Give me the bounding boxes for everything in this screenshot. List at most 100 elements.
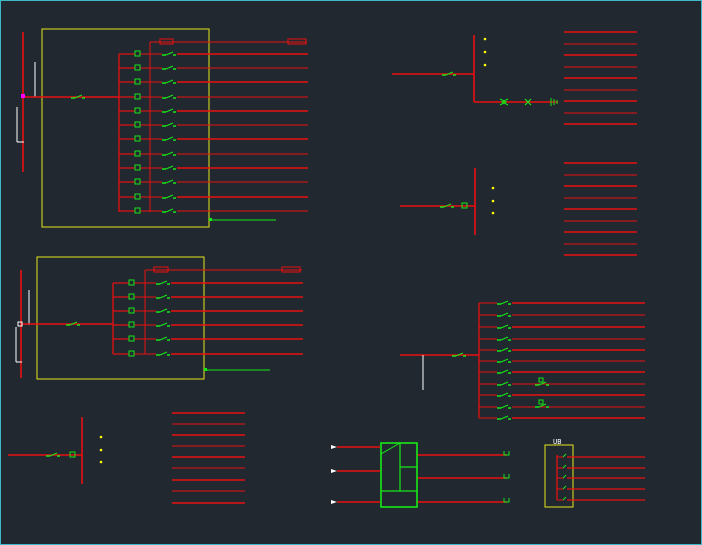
breaker-blade	[165, 136, 174, 141]
panel-b-branch-breaker	[156, 294, 170, 299]
breaker-blade	[159, 336, 168, 341]
panel-a-branch-relay	[134, 178, 141, 185]
breaker-blade	[500, 404, 509, 409]
board-f-branch-breaker	[497, 336, 511, 341]
panel-a-connection-marker	[21, 94, 25, 98]
ub-branch-breaker	[562, 485, 567, 490]
breaker-blade	[500, 324, 509, 329]
panel-a-earth-terminal	[209, 218, 212, 221]
output-terminal-icon	[503, 474, 510, 479]
panel-a-branch-relay	[134, 164, 141, 171]
board-d-contactor-icon	[499, 98, 509, 106]
breaker-blade	[500, 358, 509, 363]
board-e-breaker	[440, 203, 454, 208]
breaker-blade	[165, 122, 174, 127]
enclosure-layer	[36, 28, 574, 508]
breaker-blade	[500, 369, 509, 374]
board-f-branch-breaker	[497, 312, 511, 317]
panel-b-branch-relay	[128, 293, 135, 300]
ub-branch-breaker	[562, 474, 567, 479]
transfer-switch-box	[380, 442, 418, 508]
board-e-terminal-dot	[491, 211, 495, 215]
wire-layer	[8, 31, 645, 504]
breaker-blade	[165, 208, 174, 213]
board-f-branch-breaker	[497, 324, 511, 329]
board-e-terminal-dot	[491, 199, 495, 203]
component-layer	[17, 38, 567, 508]
breaker-blade	[165, 151, 174, 156]
panel-a-branch-relay	[134, 207, 141, 214]
panel-a-fuse	[159, 38, 174, 45]
panel-a-branch-breaker	[162, 136, 176, 141]
breaker-blade	[165, 79, 174, 84]
breaker-blade	[538, 403, 547, 408]
panel-a-main-breaker	[71, 94, 85, 99]
breaker-blade	[159, 280, 168, 285]
panel-b-main-breaker	[66, 321, 80, 326]
output-terminal-icon	[503, 498, 510, 503]
panel-a-branch-relay	[134, 150, 141, 157]
panel-a-branch-relay	[134, 64, 141, 71]
breaker-blade	[69, 321, 78, 326]
board-d-isolator-icon	[524, 98, 532, 106]
board-c-terminal-dot	[99, 448, 103, 452]
panel-a-branch-relay	[134, 93, 141, 100]
panel-a-branch-relay	[134, 121, 141, 128]
board-f-branch-breaker	[497, 381, 511, 386]
board-f-branch-breaker	[497, 347, 511, 352]
board-f-branch-breaker	[497, 415, 511, 420]
panel-a-branch-breaker	[162, 194, 176, 199]
source-arrow	[331, 469, 337, 473]
board-d-breaker	[442, 71, 456, 76]
panel-a-branch-breaker	[162, 65, 176, 70]
board-f-rcd-relay	[538, 399, 544, 405]
board-e-relay	[461, 202, 468, 209]
ub-branch-breaker	[562, 453, 567, 458]
ub-branch-breaker	[562, 464, 567, 469]
breaker-blade	[49, 452, 58, 457]
breaker-blade	[500, 381, 509, 386]
breaker-blade	[165, 65, 174, 70]
breaker-blade	[159, 294, 168, 299]
panel-a-branch-breaker	[162, 94, 176, 99]
board-f-rcd-breaker	[535, 381, 549, 386]
board-c-relay	[69, 451, 76, 458]
breaker-blade	[538, 381, 547, 386]
panel-b-branch-relay	[128, 279, 135, 286]
board-f-rcd-relay	[538, 377, 544, 383]
panel-b-branch-relay	[128, 307, 135, 314]
breaker-blade	[500, 312, 509, 317]
breaker-blade	[159, 308, 168, 313]
breaker-blade	[165, 51, 174, 56]
breaker-blade	[74, 94, 83, 99]
panel-a-branch-relay	[134, 135, 141, 142]
breaker-blade	[159, 322, 168, 327]
board-f-branch-breaker	[497, 369, 511, 374]
board-c-breaker	[46, 452, 60, 457]
panel-b-branch-relay	[128, 335, 135, 342]
board-d-terminal-dot	[483, 63, 487, 67]
board-f-branch-breaker	[497, 300, 511, 305]
ub-branch-breaker	[562, 496, 567, 501]
breaker-blade	[500, 347, 509, 352]
panel-b-earth-terminal	[204, 368, 207, 371]
breaker-blade	[445, 71, 454, 76]
breaker-blade	[165, 108, 174, 113]
ub-enclosure	[544, 444, 574, 508]
source-arrow	[331, 500, 337, 504]
board-d-earth-icon	[550, 98, 558, 106]
board-f-breaker	[452, 352, 466, 357]
board-e-terminal-dot	[491, 186, 495, 190]
board-f-branch-breaker	[497, 358, 511, 363]
panel-a-branch-breaker	[162, 165, 176, 170]
breaker-blade	[165, 165, 174, 170]
panel-a-branch-breaker	[162, 51, 176, 56]
board-c-terminal-dot	[99, 460, 103, 464]
board-f-branch-breaker	[497, 404, 511, 409]
panel-b-branch-breaker	[156, 280, 170, 285]
panel-b-load-box	[281, 266, 301, 273]
panel-a-branch-relay	[134, 107, 141, 114]
ub-box-label: UB	[553, 438, 561, 446]
